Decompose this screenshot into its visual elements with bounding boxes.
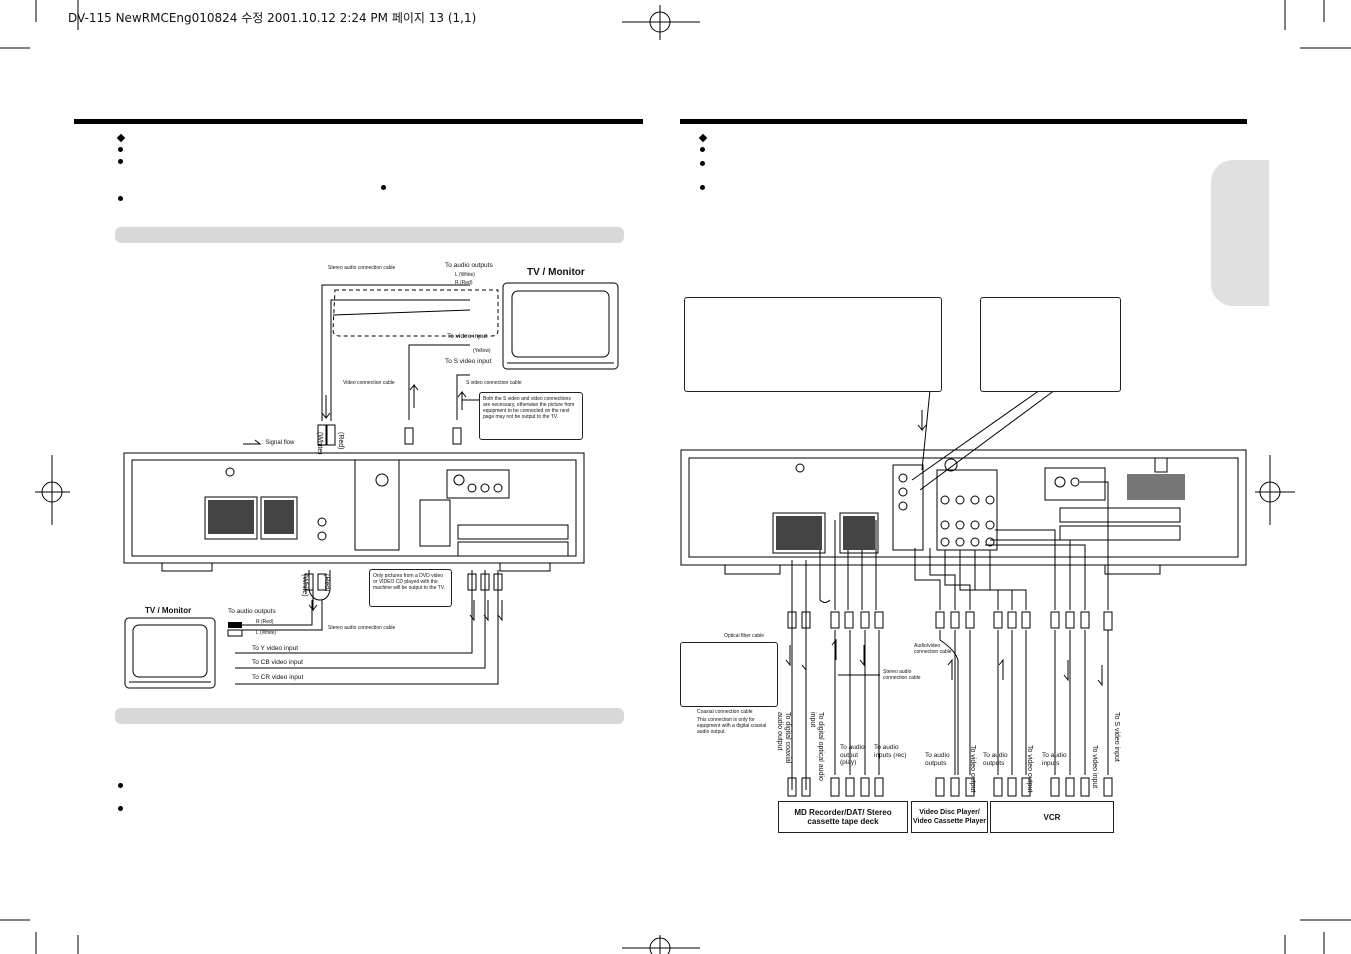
l-white-label: L (White): [455, 272, 476, 278]
optical-fiber-cable-label: Optical fiber cable: [724, 633, 765, 639]
white-label-lower: (White): [301, 574, 308, 597]
to-cb-video-input-label: To CB video input: [252, 659, 303, 666]
red-label: (Red): [337, 432, 344, 450]
coaxial-cable-label: Coaxial connection cable: [697, 709, 753, 715]
to-video-output-1-label: To video output: [969, 745, 976, 793]
bullet-icon: [118, 159, 123, 164]
to-video-input-label: To video input: [447, 333, 488, 340]
to-audio-outputs-1-label: To audio outputs: [925, 752, 950, 767]
tv-monitor-bottom-label: TV / Monitor: [145, 606, 192, 615]
coaxial-note: This connection is only for equipment wi…: [697, 717, 767, 735]
info-callout-small: [980, 297, 1121, 392]
video-disc-player-box: Video Disc Player/ Video Cassette Player: [911, 801, 988, 833]
tv-monitor-label: TV / Monitor: [527, 267, 585, 278]
signal-flow-legend: : Signal flow: [262, 440, 295, 446]
left-page-rule: [74, 119, 643, 124]
md-recorder-box: MD Recorder/DAT/ Stereo cassette tape de…: [778, 801, 908, 833]
video-cable-label: Video connection cable: [343, 380, 395, 386]
red-label-lower: (Red): [323, 574, 330, 592]
file-info-header: DV-115 NewRMCEng010824 수정 2001.10.12 2:2…: [68, 11, 477, 25]
dvd-note-callout: Only pictures from a DVD video or VIDEO …: [369, 569, 452, 607]
section-heading-bar: [115, 227, 624, 243]
section-heading-bar: [115, 708, 624, 724]
to-audio-outputs-label: To audio outputs: [445, 262, 493, 269]
to-s-video-input-label: To S video input: [445, 358, 492, 365]
bullet-icon: [700, 161, 705, 166]
bullet-icon: [118, 806, 123, 811]
l-white-bottom-label: L (White): [256, 630, 277, 636]
to-audio-inputs-label: To audio inputs: [1042, 752, 1067, 767]
av-connection-cable-label: Audio/video connection cable: [914, 643, 952, 655]
to-audio-output-play-label: To audio output (play): [840, 744, 865, 766]
bullet-icon: [381, 185, 386, 190]
bullet-icon: [118, 147, 123, 152]
info-callout-large: [684, 297, 942, 392]
stereo-audio-cable-bottom-label: Stereo audio connection cable: [328, 625, 396, 631]
to-digital-coaxial-label: To digital coaxial audio output: [776, 712, 792, 764]
bullet-icon: [700, 185, 705, 190]
r-red-label: R (Red): [455, 280, 473, 286]
to-audio-outputs-2-label: To audio outputs: [983, 752, 1008, 767]
r-red-bottom-label: R (Red): [256, 619, 274, 625]
info-callout-left: [680, 642, 778, 707]
white-label: (White): [316, 432, 323, 455]
s-video-cable-label: S video connection cable: [466, 380, 522, 386]
chapter-tab: [1211, 160, 1269, 306]
to-video-output-2-label: To video output: [1026, 745, 1033, 793]
to-y-video-input-label: To Y video input: [252, 645, 299, 652]
to-s-video-input-right-label: To S video input: [1113, 712, 1120, 762]
vcr-box: VCR: [990, 801, 1114, 833]
to-digital-optical-label: To digital optical audio input: [809, 712, 825, 781]
stereo-audio-cable-right-label: Stereo audio connection cable: [883, 669, 921, 681]
stereo-audio-cable-label: Stereo audio connection cable: [328, 265, 396, 271]
bullet-icon: [118, 783, 123, 788]
to-video-input-right-label: To video input: [1091, 745, 1098, 789]
to-cr-video-input-label: To CR video input: [252, 674, 304, 681]
yellow-label: (Yellow): [473, 348, 491, 354]
right-page-rule: [680, 119, 1247, 124]
s-video-note-callout: Both the S video and video connections a…: [479, 392, 583, 440]
to-audio-outputs-bottom-label: To audio outputs: [228, 608, 276, 615]
to-audio-inputs-rec-label: To audio inputs (rec): [874, 744, 907, 759]
bullet-icon: [700, 147, 705, 152]
bullet-icon: [118, 196, 123, 201]
